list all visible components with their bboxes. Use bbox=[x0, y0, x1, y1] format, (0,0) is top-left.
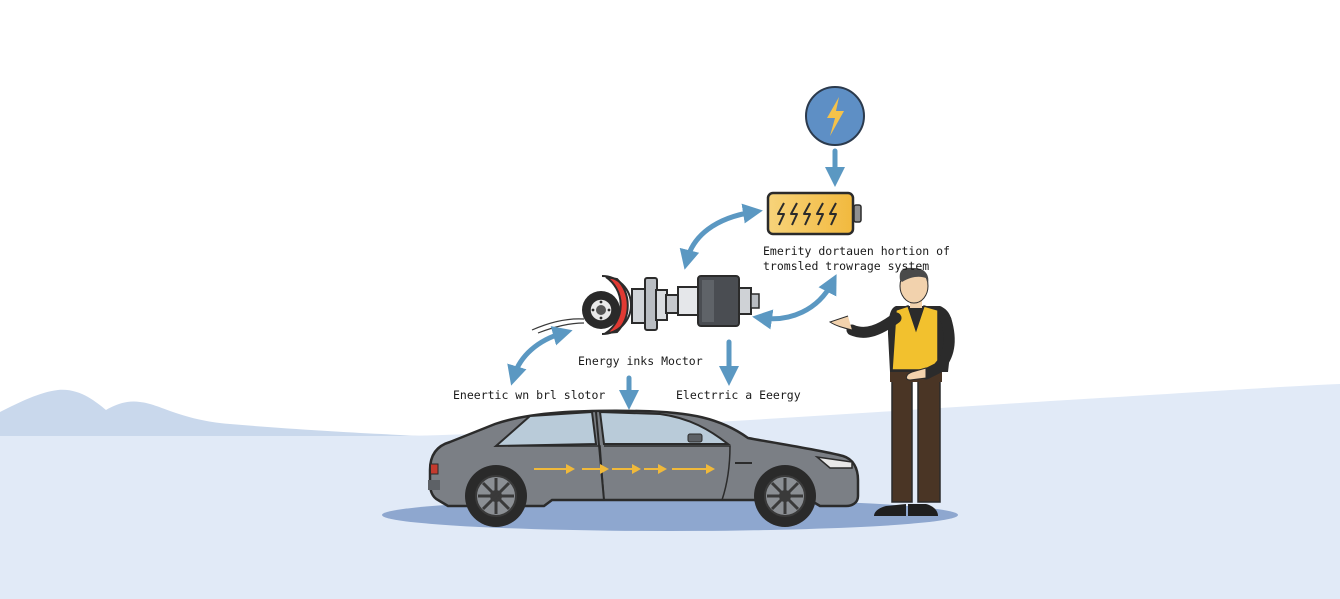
battery-caption-line-1: Emerity dortauen hortion of bbox=[763, 244, 950, 258]
arrow-battery-motor bbox=[679, 203, 763, 270]
car-icon bbox=[428, 409, 860, 527]
arrow-left-loop bbox=[507, 326, 573, 386]
flow-arrows bbox=[507, 148, 845, 410]
electric-motor-icon bbox=[531, 275, 760, 335]
person-icon bbox=[828, 267, 955, 516]
motor-caption: Energy inks Moctor bbox=[578, 354, 703, 368]
right-caption: Electrric a Eeergy bbox=[676, 388, 801, 402]
battery-caption-line-2: tromsled trowrage system bbox=[763, 259, 930, 273]
front-wheel bbox=[754, 465, 816, 527]
arrow-motor-battery bbox=[752, 274, 837, 330]
lightning-bolt-icon bbox=[805, 86, 865, 146]
battery-icon bbox=[766, 191, 862, 236]
rear-wheel bbox=[465, 465, 527, 527]
battery-caption: Emerity dortauen hortion of tromsled tro… bbox=[763, 244, 950, 274]
left-caption: Eneertic wn brl slotor bbox=[453, 388, 606, 402]
